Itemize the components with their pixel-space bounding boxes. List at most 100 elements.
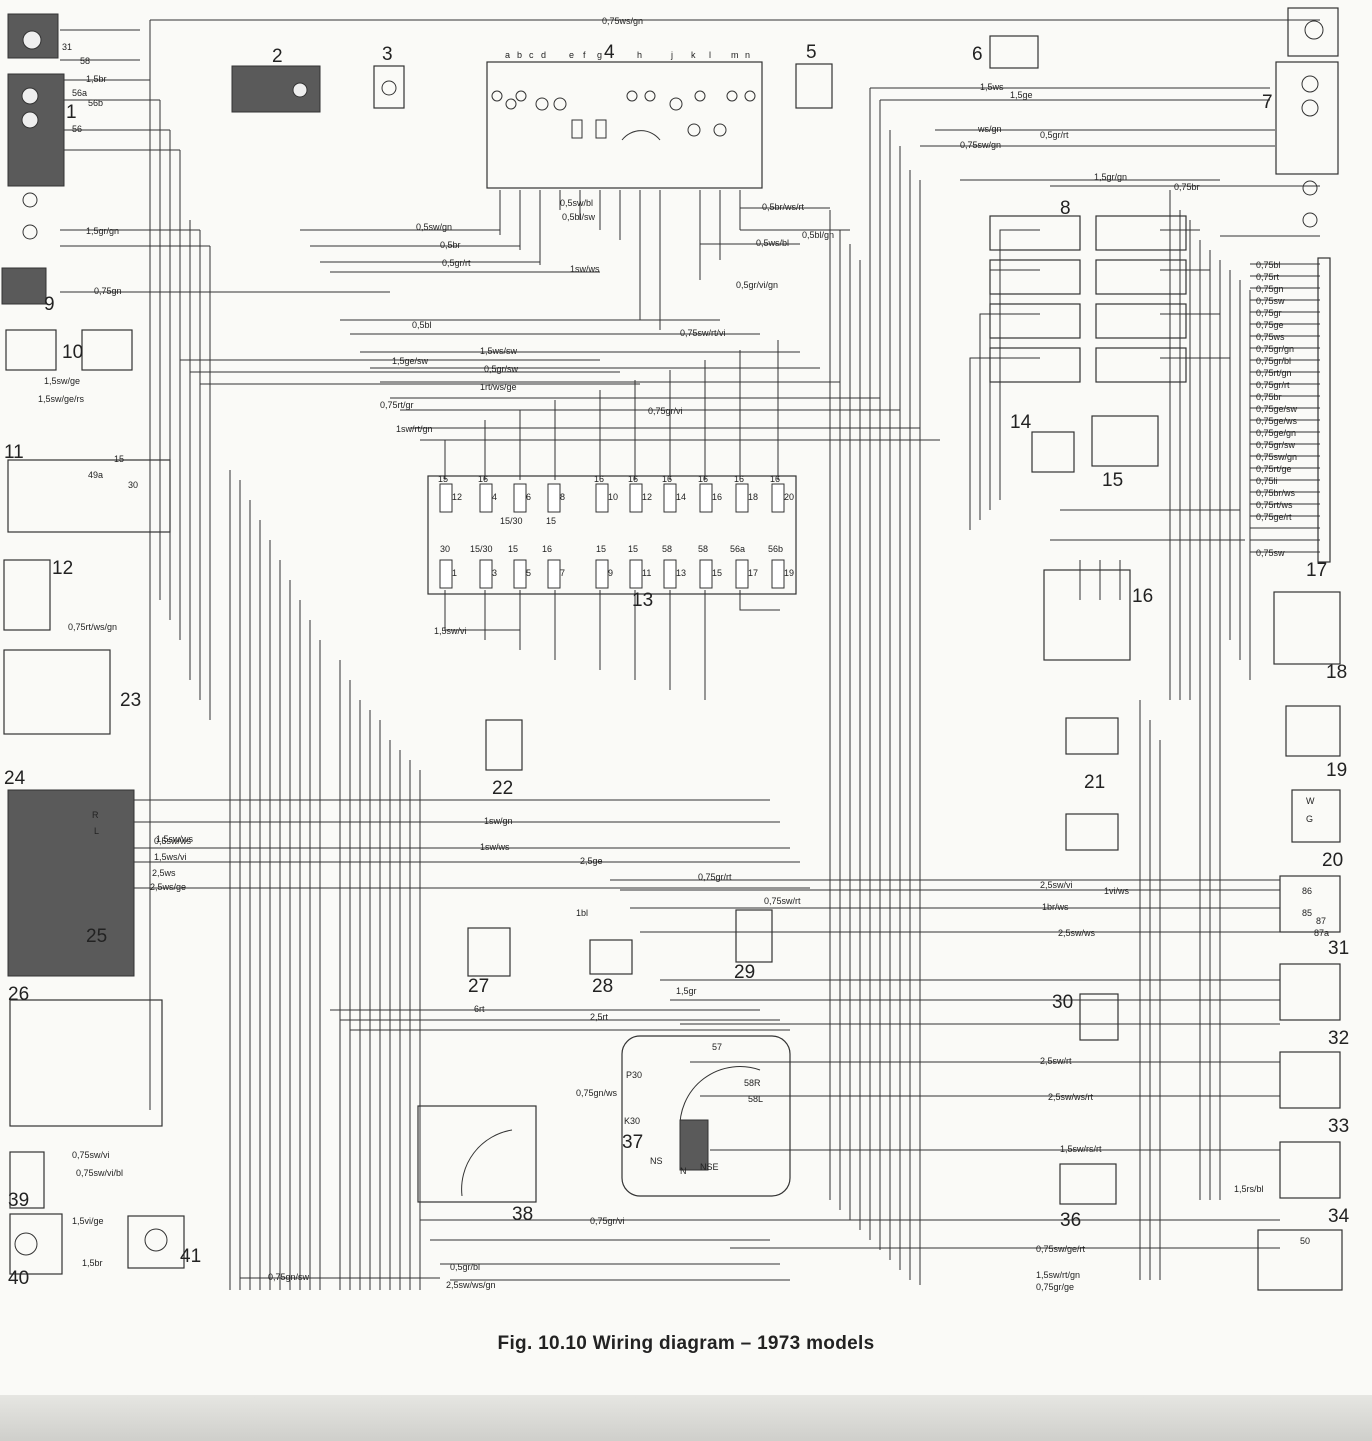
- component-number: 10: [62, 342, 83, 363]
- pin-label: P30: [626, 1070, 642, 1080]
- component-16-box: [1043, 569, 1131, 661]
- pin-label: 87a: [1314, 928, 1329, 938]
- component-28-box: [589, 939, 633, 975]
- wire-label: 0,5sw/ws: [154, 836, 192, 846]
- component-number: 17: [1306, 560, 1327, 581]
- fuse-label: 15/30: [470, 544, 493, 554]
- component-number: 6: [972, 44, 983, 65]
- lamp-icon: [22, 224, 38, 240]
- relay-34: [1279, 1141, 1341, 1199]
- instrument-cluster-box: [486, 61, 763, 189]
- fuse-label: 18: [748, 492, 758, 502]
- fuse-label: 16: [478, 474, 488, 484]
- lamp-icon: [21, 111, 39, 129]
- wire-label: 1sw/ws: [480, 842, 510, 852]
- pin-label: 49a: [88, 470, 103, 480]
- connector-wire-label: 0,75sw/gn: [1256, 452, 1297, 462]
- component-number: 38: [512, 1204, 533, 1225]
- page-edge-shadow: [0, 1395, 1372, 1441]
- fuse-label: 7: [560, 568, 565, 578]
- component-number-labels: 1 2 3 4 5 6 7 8 9 10 11 12 13 14 15 16 1…: [4, 42, 1350, 1289]
- top-letter: m: [731, 50, 739, 60]
- component-number: 3: [382, 44, 393, 65]
- component-12-box: [3, 559, 51, 631]
- fuse-label: 11: [642, 568, 651, 578]
- wire-label: 0,5gr/bl: [450, 1262, 480, 1272]
- component-15-box: [1091, 415, 1159, 467]
- connector-wire-label: 0,75li: [1256, 476, 1278, 486]
- component-number: 21: [1084, 772, 1105, 793]
- fuse-label: 16: [698, 474, 708, 484]
- fuse-label: 16: [770, 474, 780, 484]
- connector-wire-label: 0,75br/ws: [1256, 488, 1296, 498]
- component-number: 16: [1132, 586, 1153, 607]
- fuse-label: 17: [748, 568, 758, 578]
- fuse-label: 30: [440, 544, 450, 554]
- connector-wire-label: 0,75gn: [1256, 284, 1284, 294]
- connector-wire-label: 0,75gr: [1256, 308, 1282, 318]
- wire-label: 1,5sw/rt/gn: [1036, 1270, 1080, 1280]
- wire-label: 2,5sw/rt: [1040, 1056, 1072, 1066]
- motor-40: [9, 1213, 63, 1275]
- pin-label: 50: [1300, 1236, 1310, 1246]
- lamp-icon: [21, 87, 39, 105]
- pin-label: 86: [1302, 886, 1312, 896]
- component-number: 4: [604, 42, 615, 63]
- wire-label: 1sw/ws: [570, 264, 600, 274]
- connector-wire-label: 0,75ge/sw: [1256, 404, 1298, 414]
- component-39-box: [9, 1151, 45, 1209]
- component-8-4: [1095, 259, 1187, 295]
- top-letter: g: [597, 50, 602, 60]
- top-letter: e: [569, 50, 574, 60]
- wire-label: 0,75sw/vi/bl: [76, 1168, 123, 1178]
- lamp-icon: [381, 80, 397, 96]
- wire-label: 2,5sw/ws/gn: [446, 1280, 496, 1290]
- component-number: 18: [1326, 662, 1347, 683]
- relay-33: [1279, 1051, 1341, 1109]
- component-25-box: [7, 789, 135, 977]
- fuse-label: 15: [438, 474, 448, 484]
- component-8-6: [1095, 303, 1187, 339]
- wire-label: 0,5gr/sw: [484, 364, 519, 374]
- fuse-label: 8: [560, 492, 565, 502]
- top-letter: l: [709, 50, 711, 60]
- wire-label: 2,5sw/ws/rt: [1048, 1092, 1094, 1102]
- wire-label: 6rt: [474, 1004, 485, 1014]
- fuse-label: 15: [596, 544, 606, 554]
- lamp-icon: [1301, 99, 1319, 117]
- fuse-label: 58: [662, 544, 672, 554]
- fuse-label: 20: [784, 492, 794, 502]
- component-29-box: [735, 909, 773, 963]
- pin-label: 30: [128, 480, 138, 490]
- component-5-box: [795, 63, 833, 109]
- wire-label: 1,5sw/rs/rt: [1060, 1144, 1102, 1154]
- component-8-1: [989, 215, 1081, 251]
- fuse-label: 15: [546, 516, 556, 526]
- component-number: 12: [52, 558, 73, 579]
- top-letter: k: [691, 50, 696, 60]
- wire-label: 1sw/gn: [484, 816, 513, 826]
- pin-label: 15: [114, 454, 124, 464]
- fuse-label: 16: [662, 474, 672, 484]
- component-number: 14: [1010, 412, 1032, 433]
- component-9-box: [1, 267, 47, 305]
- top-letter: f: [583, 50, 586, 60]
- connector-wire-label: 0,75gr/bl: [1256, 356, 1291, 366]
- lamp-icon: [1301, 75, 1319, 93]
- wire-label: 0,75gr/vi: [648, 406, 683, 416]
- component-number: 9: [44, 294, 55, 315]
- component-number: 33: [1328, 1116, 1349, 1137]
- wire-label: 1,5sw/ge: [44, 376, 80, 386]
- rear-lamp-7a: [1287, 7, 1339, 57]
- component-3-box: [373, 65, 405, 109]
- pin-label: N: [680, 1166, 687, 1176]
- wire-label: 1vi/ws: [1104, 886, 1130, 896]
- wire-label: 0,75gn: [94, 286, 122, 296]
- top-letter: b: [517, 50, 522, 60]
- wire-label: 1,5gr/gn: [1094, 172, 1127, 182]
- wire-label: 0,75sw/vi: [72, 1150, 110, 1160]
- wire-label: 0,5ws/bl: [756, 238, 789, 248]
- connector-wire-label: 0,75rt: [1256, 272, 1280, 282]
- pin-label: K30: [624, 1116, 640, 1126]
- wire-label: 0,75sw/rt: [764, 896, 801, 906]
